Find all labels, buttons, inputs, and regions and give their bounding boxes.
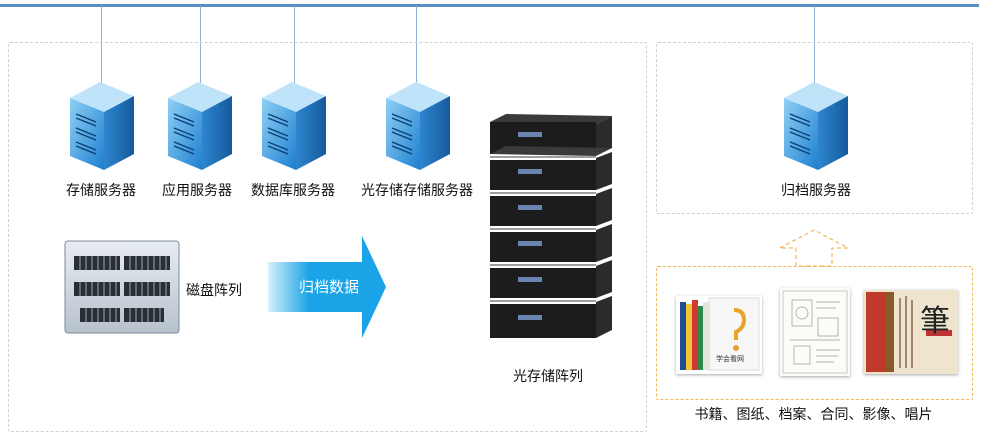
drawings-image (780, 288, 850, 376)
archive-data-label: 归档数据 (298, 279, 359, 296)
disk-array-label: 磁盘阵列 (186, 282, 242, 298)
application-server-label: 应用服务器 (162, 182, 232, 198)
storage-server-icon (66, 80, 138, 172)
optical-storage-array-icon (488, 112, 614, 340)
archive-data-arrow (268, 236, 386, 338)
archives-image: 筆 (864, 290, 958, 374)
network-bus (0, 4, 979, 7)
up-arrow-icon (779, 229, 849, 267)
optical-storage-server-label: 光存储存储服务器 (361, 182, 473, 198)
source-materials-caption: 书籍、图纸、档案、合同、影像、唱片 (694, 406, 933, 422)
archive-server-icon (780, 80, 852, 172)
optical-storage-server-icon (382, 80, 454, 172)
data-center-zone (8, 42, 647, 432)
database-server-icon (258, 80, 330, 172)
book-cover-text: 学会看网 (716, 356, 744, 363)
optical-storage-array-label: 光存储阵列 (513, 368, 583, 384)
disk-array-icon (64, 240, 180, 334)
link-application-server (200, 6, 201, 88)
link-database-server (294, 6, 295, 88)
database-server-label: 数据库服务器 (251, 182, 335, 198)
archive-server-zone (656, 42, 973, 214)
calligraphy-character: 筆 (920, 304, 950, 339)
books-image: 学会看网 (676, 296, 762, 374)
link-storage-server (101, 6, 102, 88)
application-server-icon (164, 80, 236, 172)
storage-server-label: 存储服务器 (66, 182, 136, 198)
link-archive-server (814, 6, 815, 88)
archive-server-label: 归档服务器 (781, 182, 851, 198)
link-optical-storage-server (416, 6, 417, 88)
